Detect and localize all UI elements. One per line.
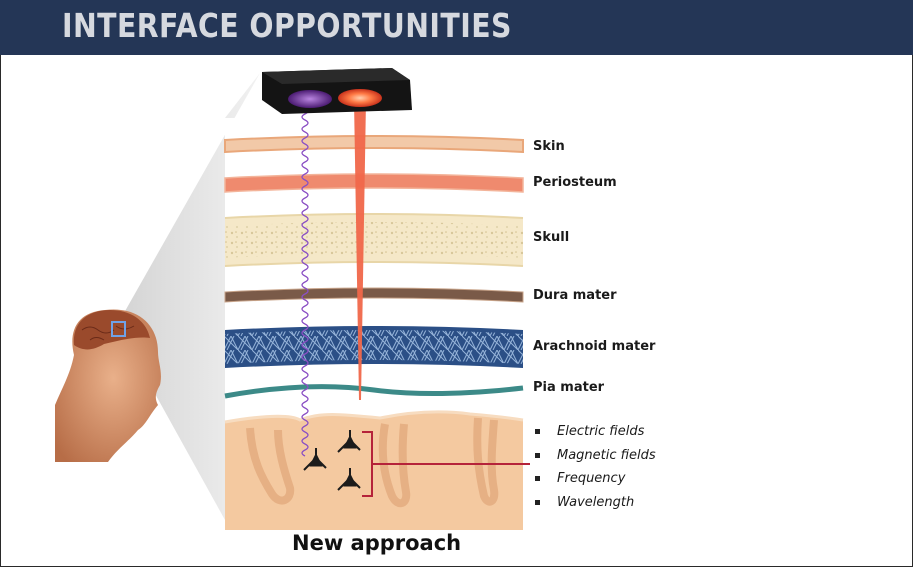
layer-label-arachnoid-mater: Arachnoid mater — [533, 339, 656, 354]
diagram-caption: New approach — [292, 531, 462, 555]
head-icon — [55, 309, 161, 462]
list-item: Wavelength — [532, 491, 656, 515]
slide-title: INTERFACE OPPORTUNITIES — [62, 6, 512, 45]
laser-emitter — [338, 89, 382, 107]
ultrasound-emitter — [288, 90, 332, 108]
bullet-icon — [535, 476, 540, 481]
ultrasound-beam — [301, 107, 309, 457]
property-label: Wavelength — [557, 494, 635, 510]
title-banner: INTERFACE OPPORTUNITIES — [0, 0, 913, 55]
properties-list: Electric fields Magnetic fields Frequenc… — [532, 420, 656, 514]
properties-bracket — [362, 431, 530, 497]
dura-mater-layer — [224, 287, 524, 303]
laser-beam — [354, 100, 366, 400]
pia-mater-layer — [224, 384, 524, 399]
list-item: Electric fields — [532, 420, 656, 444]
property-label: Magnetic fields — [557, 447, 656, 463]
bullet-icon — [535, 452, 540, 458]
target-region-marker — [111, 321, 126, 337]
layer-label-periosteum: Periosteum — [533, 175, 617, 190]
property-label: Electric fields — [557, 424, 645, 439]
property-label: Frequency — [557, 471, 626, 486]
bullet-icon — [535, 429, 540, 434]
device-icon — [262, 68, 412, 114]
list-item: Frequency — [532, 467, 656, 491]
layer-label-skull: Skull — [533, 230, 570, 245]
neuron-icon — [303, 430, 361, 491]
list-item: Magnetic fields — [532, 444, 656, 468]
bullet-icon — [535, 499, 540, 505]
layer-label-skin: Skin — [533, 139, 565, 154]
layer-label-dura-mater: Dura mater — [533, 288, 617, 303]
cortex-layer — [224, 410, 524, 530]
periosteum-layer — [224, 173, 524, 193]
brain-interface-diagram — [55, 68, 530, 530]
layer-label-pia-mater: Pia mater — [533, 380, 605, 395]
